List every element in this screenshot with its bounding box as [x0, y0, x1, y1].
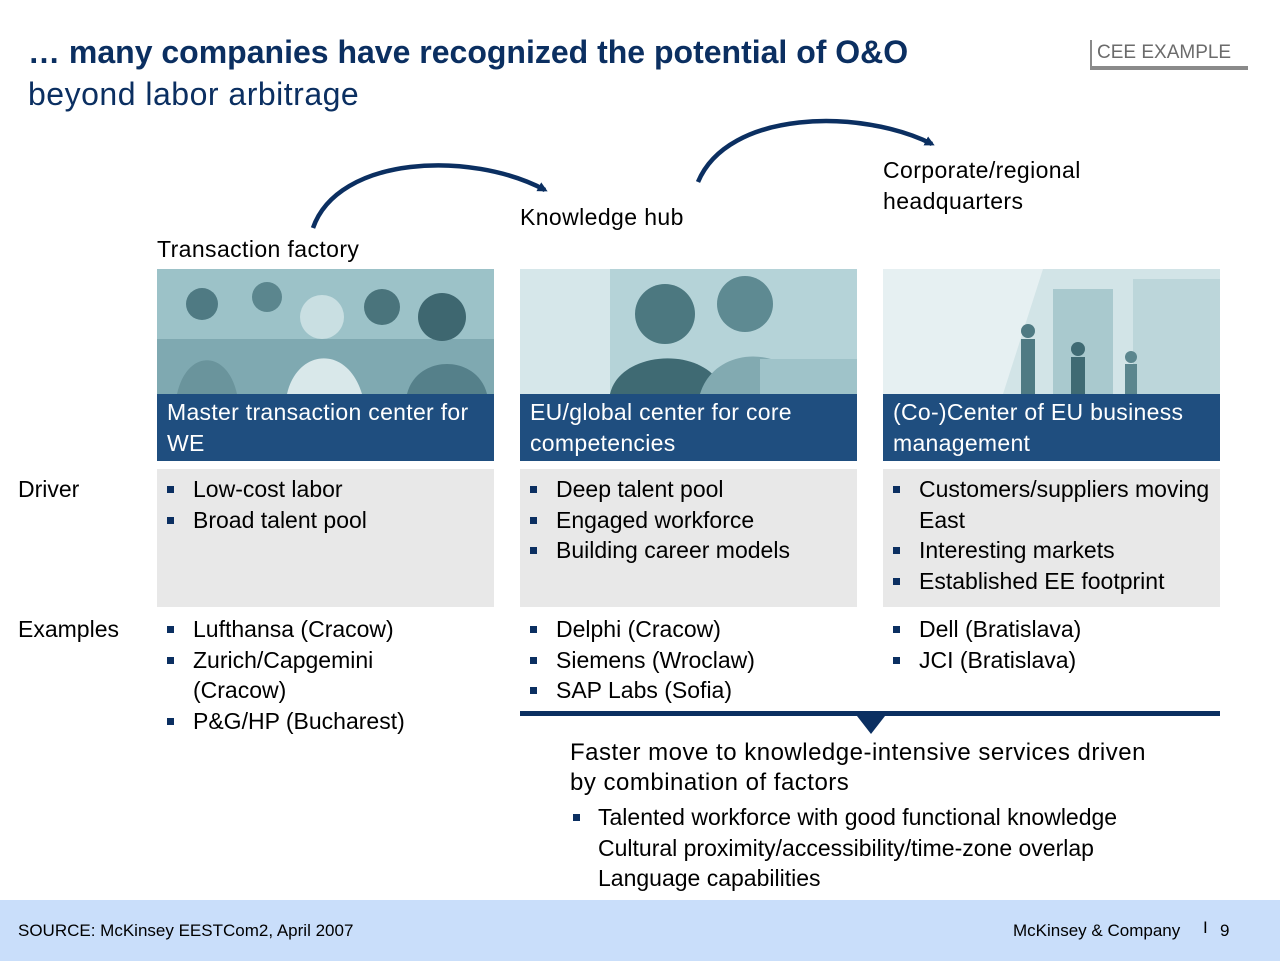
- examples-knowledge-hub: Delphi (Cracow) Siemens (Wroclaw) SAP La…: [520, 614, 857, 706]
- list-item: Lufthansa (Cracow): [157, 614, 424, 645]
- caption-business-management: (Co-)Center of EU business management: [883, 394, 1220, 461]
- conclusion-list: Talented workforce with good functional …: [570, 802, 1210, 894]
- list-item: Customers/suppliers moving East: [883, 474, 1220, 535]
- source-note: SOURCE: McKinsey EESTCom2, April 2007: [18, 921, 354, 940]
- photo-business-people: [883, 269, 1220, 394]
- row-label-driver: Driver: [18, 476, 80, 502]
- list-item: Engaged workforce: [520, 505, 857, 536]
- conclusion-line: Cultural proximity/accessibility/time-zo…: [598, 834, 1094, 861]
- slide-title: … many companies have recognized the pot…: [28, 34, 909, 70]
- footer-bar: [0, 900, 1280, 961]
- conclusion-heading: Faster move to knowledge-intensive servi…: [570, 739, 1146, 796]
- photo-call-center: [157, 269, 494, 394]
- photo-knowledge-workers: [520, 269, 857, 394]
- stage-label-headquarters: Corporate/regional headquarters: [883, 157, 1081, 214]
- list-item: Interesting markets: [883, 535, 1220, 566]
- list-item: SAP Labs (Sofia): [520, 675, 857, 706]
- row-label-examples: Examples: [18, 616, 119, 642]
- driver-box-headquarters: Customers/suppliers moving East Interest…: [883, 469, 1220, 607]
- caption-core-competencies: EU/global center for core competencies: [520, 394, 857, 461]
- progression-arrows: [310, 118, 935, 229]
- list-item: JCI (Bratislava): [883, 645, 1220, 676]
- list-item: Talented workforce with good functional …: [570, 802, 1210, 833]
- examples-transaction-factory: Lufthansa (Cracow) Zurich/Capgemini (Cra…: [157, 614, 494, 736]
- slide-subtitle: beyond labor arbitrage: [28, 76, 360, 112]
- list-item: Established EE footprint: [883, 566, 1220, 597]
- list-item: Low-cost labor: [157, 474, 494, 505]
- page-number: 9: [1220, 921, 1230, 940]
- list-item: Building career models: [520, 535, 857, 566]
- examples-headquarters: Dell (Bratislava) JCI (Bratislava): [883, 614, 1220, 675]
- driver-box-knowledge-hub: Deep talent pool Engaged workforce Build…: [520, 469, 857, 607]
- brand-name: McKinsey & Company: [1013, 921, 1181, 940]
- stage-label-knowledge-hub: Knowledge hub: [520, 204, 684, 230]
- conclusion-line: Language capabilities: [598, 865, 821, 891]
- list-item: Deep talent pool: [520, 474, 857, 505]
- driver-box-transaction-factory: Low-cost labor Broad talent pool: [157, 469, 494, 607]
- arrow-to-knowledge-hub: [310, 163, 548, 229]
- list-item: Siemens (Wroclaw): [520, 645, 857, 676]
- bracket-pointer-icon: [857, 716, 885, 734]
- stage-label-transaction-factory: Transaction factory: [157, 236, 360, 262]
- list-item: Broad talent pool: [157, 505, 494, 536]
- list-item: Dell (Bratislava): [883, 614, 1220, 645]
- footer-separator: I: [1203, 918, 1208, 937]
- list-item: Zurich/Capgemini (Cracow): [157, 645, 424, 706]
- list-item: P&G/HP (Bucharest): [157, 706, 424, 737]
- arrow-to-headquarters: [695, 118, 935, 183]
- list-item: Delphi (Cracow): [520, 614, 857, 645]
- caption-transaction-center: Master transaction center for WE: [157, 394, 494, 461]
- conclusion-bracket: [520, 711, 1220, 716]
- cee-example-tag: CEE EXAMPLE: [1090, 40, 1248, 70]
